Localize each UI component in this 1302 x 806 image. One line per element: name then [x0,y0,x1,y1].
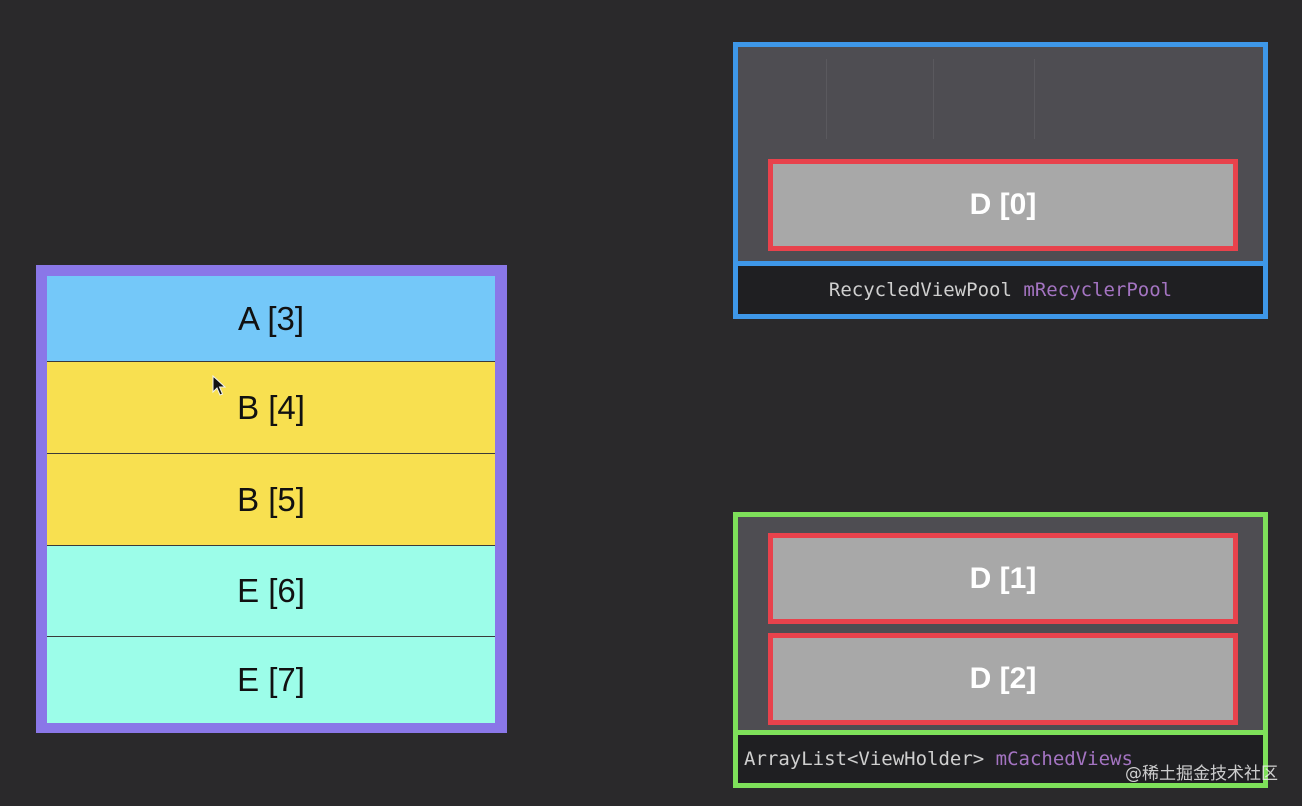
list-item-label: A [3] [237,299,305,337]
pool-label: RecycledViewPool mRecyclerPool [738,261,1263,314]
list-item[interactable]: B [5] [47,454,495,546]
recycled-view-pool: D [0] RecycledViewPool mRecyclerPool [733,42,1268,319]
cached-views: D [1] D [2] ArrayList<ViewHolder> mCache… [733,512,1268,788]
list-item[interactable]: A [3] [47,276,495,362]
cache-label: ArrayList<ViewHolder> mCachedViews [738,730,1263,783]
pool-type-label: RecycledViewPool [828,279,1012,301]
recycler-view-frame: A [3] B [4] B [5] E [6] E [7] [36,265,507,733]
watermark: @稀土掘金技术社区 [1125,764,1278,784]
view-holder-label: D [0] [969,188,1037,221]
ghost-toolbar [738,47,1263,147]
mouse-cursor-icon [212,375,226,396]
list-item[interactable]: E [7] [47,637,495,723]
list-item[interactable]: B [4] [47,362,495,454]
view-holder: D [2] [768,633,1238,725]
view-holder: D [1] [768,533,1238,624]
view-holder-label: D [2] [969,662,1037,695]
list-item-label: B [4] [237,388,305,426]
pool-var-label: mRecyclerPool [1023,279,1173,301]
list-item-label: E [7] [237,661,305,698]
list-item-label: B [5] [237,480,305,518]
view-holder: D [0] [768,159,1238,251]
view-holder-label: D [1] [969,561,1037,595]
list-item-label: E [6] [237,572,305,609]
list-item[interactable]: E [6] [47,546,495,637]
cache-var-label: mCachedViews [995,748,1133,770]
recycler-view-items: A [3] B [4] B [5] E [6] E [7] [47,276,495,723]
cache-type-label: ArrayList<ViewHolder> [744,748,985,770]
